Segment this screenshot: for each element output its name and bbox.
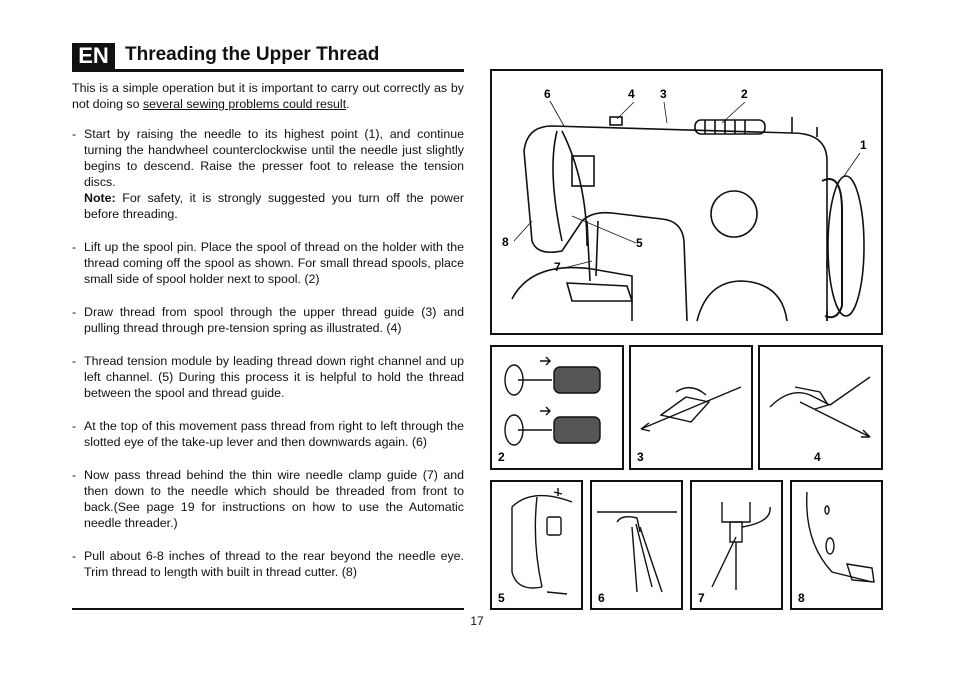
- figure-7-needle-clamp: 7: [690, 480, 783, 610]
- step-2: -Lift up the spool pin. Place the spool …: [72, 240, 464, 286]
- header-rule: [72, 69, 464, 72]
- instructions-text: This is a simple operation but it is imp…: [72, 80, 464, 597]
- thread-guide-illustration: 3: [637, 386, 742, 464]
- take-up-lever-illustration: 6: [597, 511, 677, 605]
- callout-3: 3: [660, 87, 667, 101]
- callout-4: 4: [628, 87, 635, 101]
- thread-cutter-illustration: 8: [798, 491, 875, 605]
- figure-label-2: 2: [498, 450, 505, 464]
- callout-7: 7: [554, 260, 561, 274]
- language-badge: EN: [72, 43, 115, 69]
- figure-2-spool: 2: [490, 345, 624, 470]
- safety-note: Note: For safety, it is strongly suggest…: [84, 191, 464, 221]
- callout-6: 6: [544, 87, 551, 101]
- figure-6-take-up-lever: 6: [590, 480, 683, 610]
- section-header: EN Threading the Upper Thread: [72, 43, 464, 69]
- spool-illustration: 2: [498, 356, 601, 464]
- figure-8-thread-cutter: 8: [790, 480, 883, 610]
- step-7: -Pull about 6-8 inches of thread to the …: [72, 549, 464, 579]
- step-5: -At the top of this movement pass thread…: [72, 419, 464, 449]
- figure-label-7: 7: [698, 591, 705, 605]
- page-title: Threading the Upper Thread: [125, 44, 380, 65]
- figure-label-6: 6: [598, 591, 605, 605]
- pre-tension-illustration: 4: [769, 376, 871, 464]
- page-number: 17: [470, 614, 484, 628]
- callout-2: 2: [741, 87, 748, 101]
- step-6: -Now pass thread behind the thin wire ne…: [72, 468, 464, 530]
- sewing-machine-figure: 6 4 3 2 1 8 5 7: [490, 69, 883, 335]
- footer-rule: [72, 608, 464, 610]
- figure-5-tension-module: 5: [490, 480, 583, 610]
- step-3: -Draw thread from spool through the uppe…: [72, 305, 464, 335]
- tension-module-illustration: 5: [498, 488, 573, 605]
- figure-3-thread-guide: 3: [629, 345, 753, 470]
- figure-4-pre-tension: 4: [758, 345, 883, 470]
- callout-1: 1: [860, 138, 867, 152]
- intro-underlined: several sewing problems could result: [142, 97, 347, 111]
- callout-5: 5: [636, 236, 643, 250]
- figure-label-3: 3: [637, 450, 644, 464]
- needle-clamp-illustration: 7: [698, 502, 771, 605]
- callout-8: 8: [502, 235, 509, 249]
- intro-paragraph: This is a simple operation but it is imp…: [72, 81, 464, 111]
- step-4: -Thread tension module by leading thread…: [72, 354, 464, 400]
- figure-label-5: 5: [498, 591, 505, 605]
- step-1: - Start by raising the needle to its hig…: [72, 127, 464, 221]
- figure-label-8: 8: [798, 591, 805, 605]
- sewing-machine-illustration: 6 4 3 2 1 8 5 7: [502, 87, 867, 322]
- figure-label-4: 4: [814, 450, 821, 464]
